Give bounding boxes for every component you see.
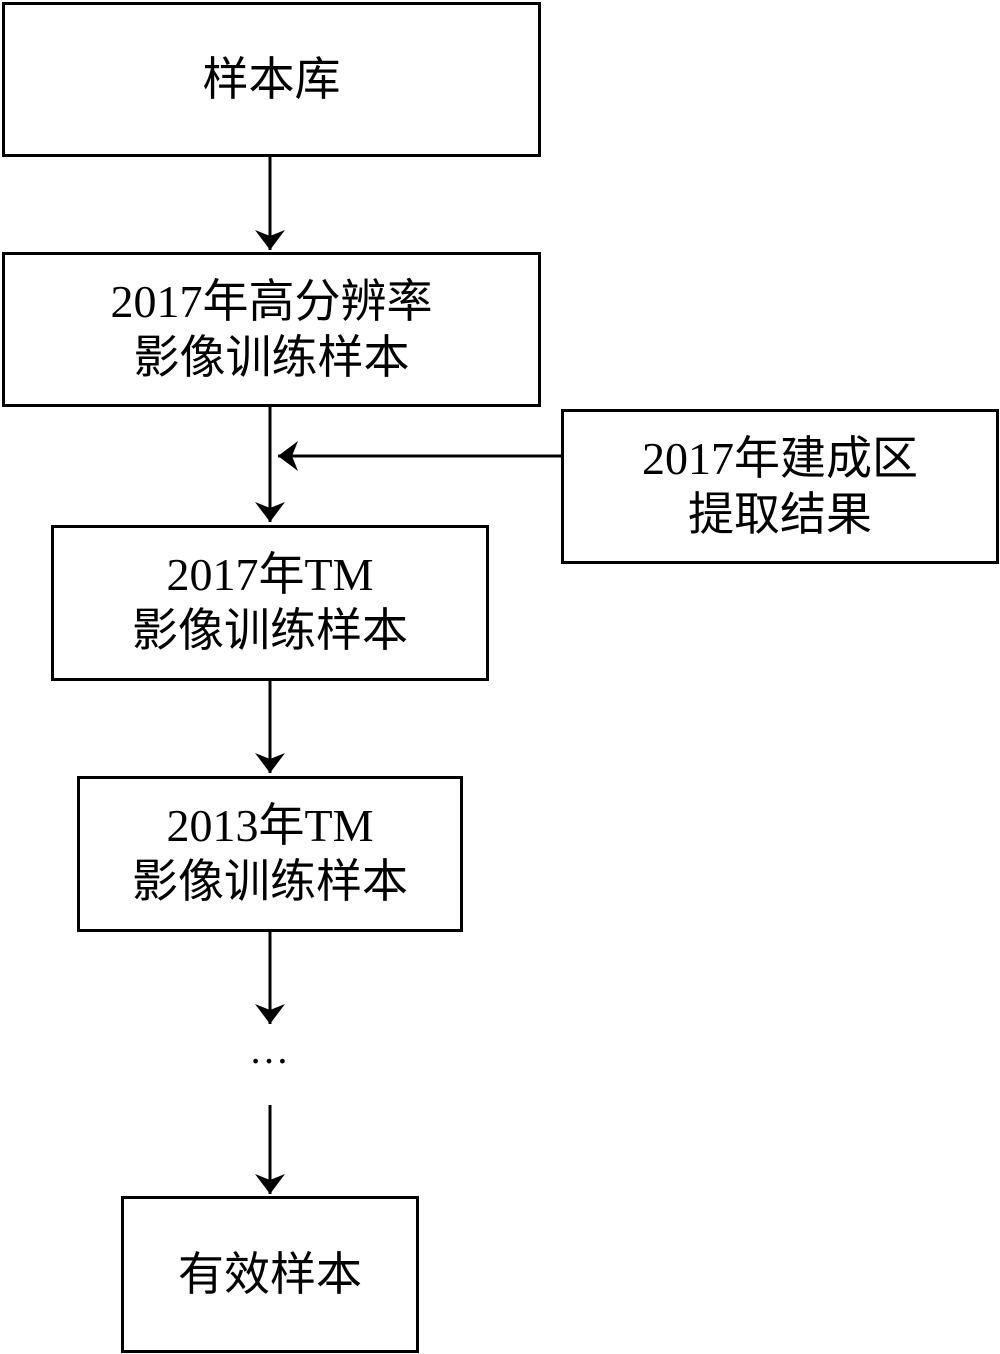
- node-tm-2013-training: 2013年TM 影像训练样本: [77, 776, 463, 932]
- node-sample-library: 样本库: [2, 2, 541, 157]
- node-label: 影像训练样本: [132, 605, 408, 656]
- node-valid-samples: 有效样本: [121, 1196, 419, 1353]
- node-builtup-2017-extraction: 2017年建成区 提取结果: [561, 409, 999, 564]
- node-label: 提取结果: [688, 488, 872, 540]
- node-label: 2013年TM: [166, 800, 374, 851]
- node-label: 2017年TM: [166, 549, 374, 600]
- node-label: 影像训练样本: [132, 856, 408, 907]
- node-label: 有效样本: [178, 1248, 362, 1300]
- node-label: 样本库: [202, 53, 341, 105]
- node-label: 2017年高分辨率: [110, 275, 433, 327]
- node-label: 影像训练样本: [133, 331, 410, 383]
- node-label: 2017年建成区: [642, 432, 918, 484]
- node-tm-2017-training: 2017年TM 影像训练样本: [51, 525, 489, 681]
- ellipsis: …: [249, 1027, 291, 1072]
- node-hires-2017-training: 2017年高分辨率 影像训练样本: [2, 252, 541, 407]
